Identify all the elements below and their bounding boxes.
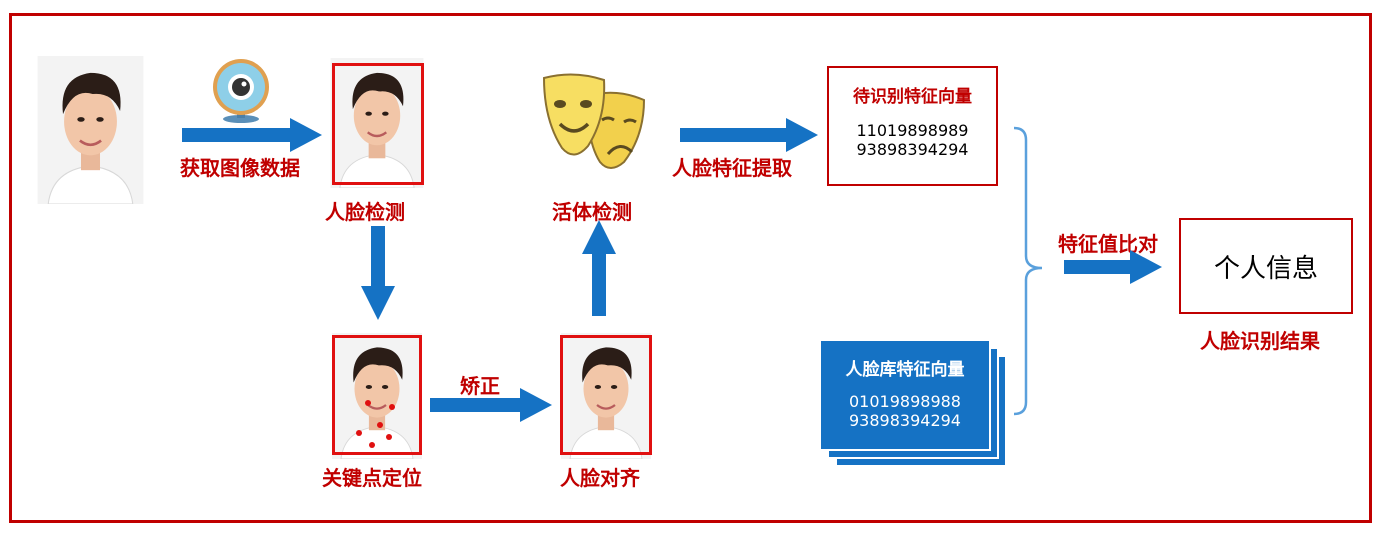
align-face-box bbox=[560, 335, 652, 455]
landmark-face-box bbox=[332, 335, 422, 455]
webcam-icon bbox=[213, 59, 269, 123]
label-compare: 特征值比对 bbox=[1058, 232, 1158, 256]
label-landmark: 关键点定位 bbox=[322, 466, 422, 490]
diagram-frame bbox=[9, 13, 1372, 523]
arrow-down bbox=[361, 226, 395, 320]
query-vector-line1: 11019898989 bbox=[856, 121, 969, 140]
label-extract: 人脸特征提取 bbox=[672, 156, 792, 180]
source-face-photo bbox=[24, 56, 157, 204]
query-vector-line2: 93898394294 bbox=[856, 140, 969, 159]
theater-masks-icon bbox=[542, 73, 646, 169]
result-box: 个人信息 bbox=[1179, 218, 1353, 314]
label-detect: 人脸检测 bbox=[325, 200, 405, 224]
detect-face-box bbox=[332, 63, 424, 185]
landmark-points bbox=[356, 400, 395, 448]
label-result: 人脸识别结果 bbox=[1200, 329, 1320, 353]
db-vector-title: 人脸库特征向量 bbox=[845, 360, 965, 380]
arrow-compare bbox=[1064, 250, 1162, 284]
arrow-correct bbox=[430, 388, 552, 422]
arrow-up bbox=[582, 220, 616, 316]
label-acquire: 获取图像数据 bbox=[180, 156, 300, 180]
label-liveness: 活体检测 bbox=[552, 200, 632, 224]
arrow-acquire bbox=[182, 118, 322, 152]
query-vector-box: 待识别特征向量 11019898989 93898394294 bbox=[827, 66, 998, 186]
db-vector-box: 人脸库特征向量 01019898988 93898394294 bbox=[819, 339, 991, 451]
merge-bracket bbox=[1013, 126, 1043, 416]
label-align: 人脸对齐 bbox=[560, 466, 640, 490]
arrow-extract bbox=[680, 118, 818, 152]
db-vector-line2: 93898394294 bbox=[849, 411, 961, 430]
label-correct: 矫正 bbox=[460, 374, 500, 398]
db-vector-line1: 01019898988 bbox=[849, 392, 961, 411]
query-vector-title: 待识别特征向量 bbox=[853, 87, 972, 107]
